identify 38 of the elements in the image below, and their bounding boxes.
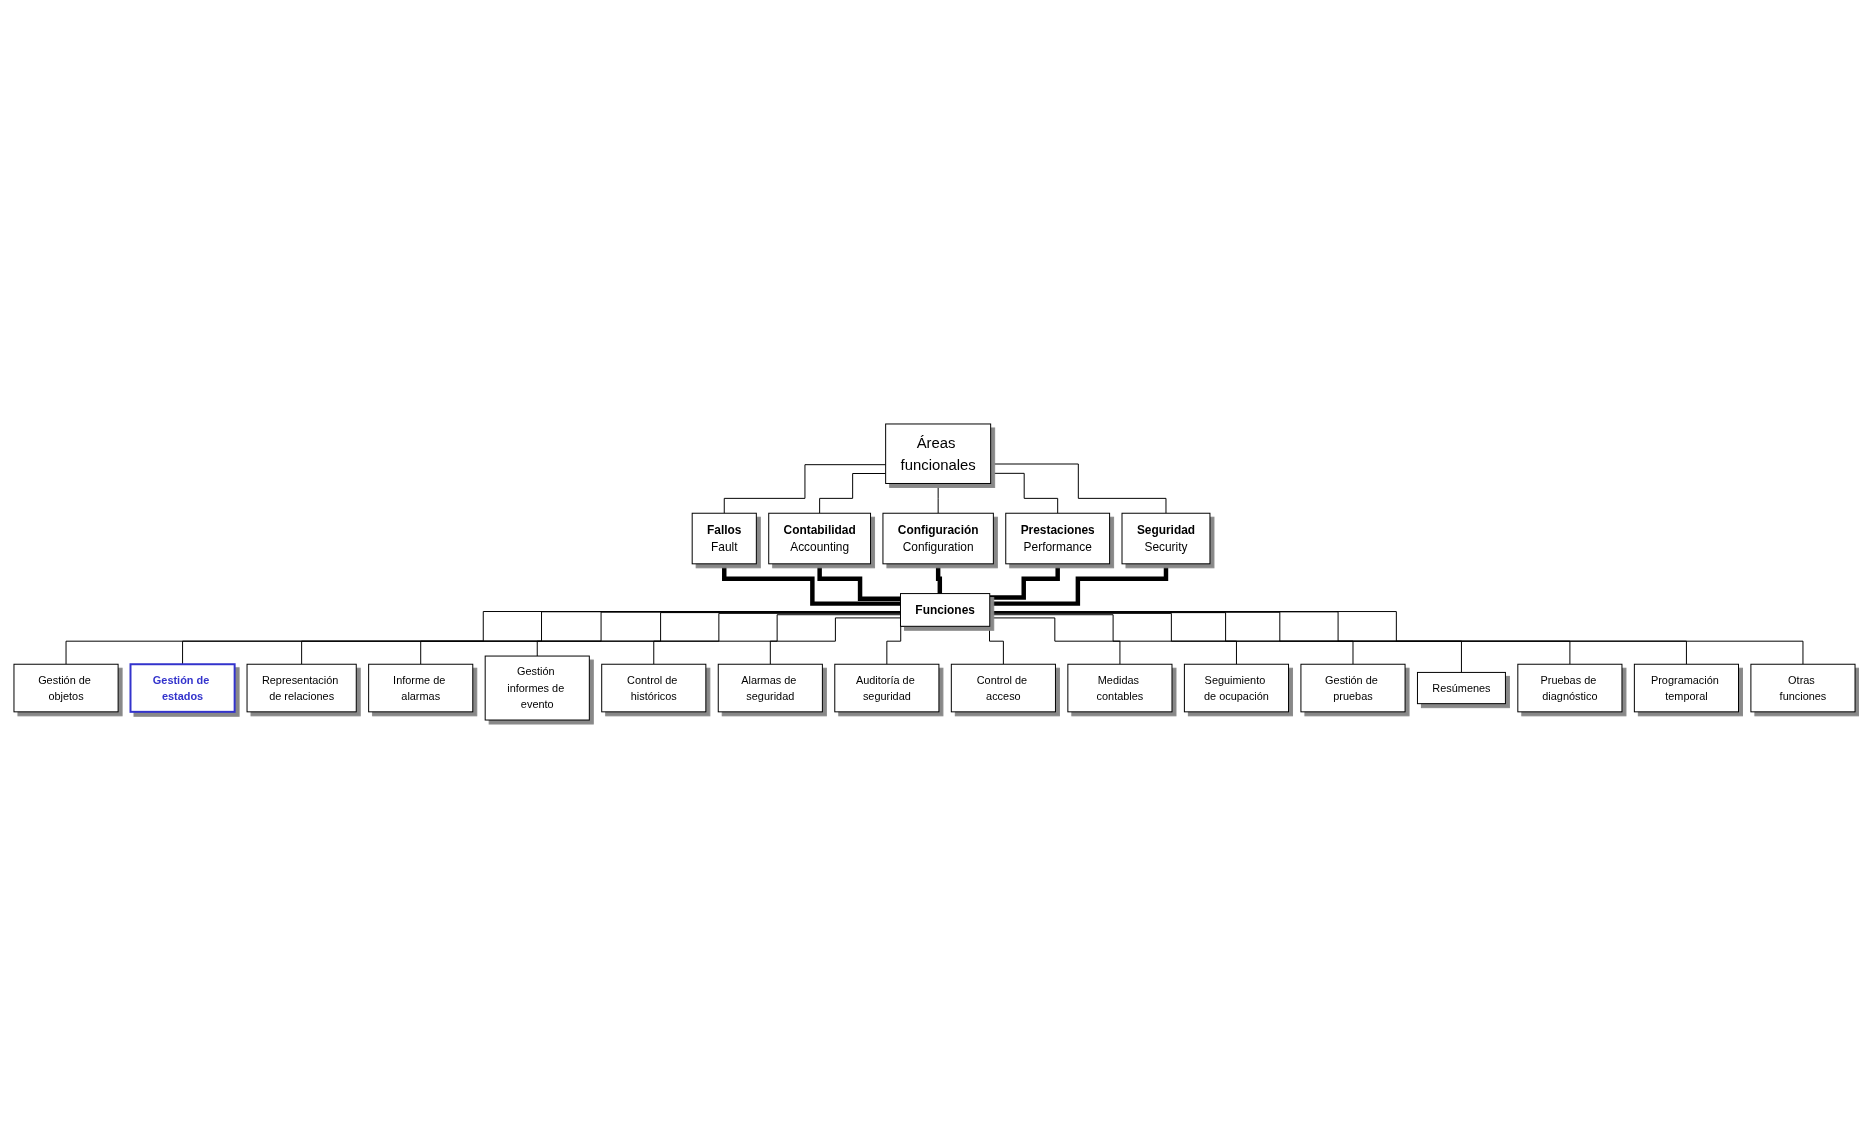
connector <box>990 463 1167 514</box>
connector <box>989 611 1571 665</box>
node-box: Contabilidad Accounting <box>768 512 872 565</box>
node-box: Prestaciones Performance <box>1005 512 1111 565</box>
node-box: Pruebas de diagnóstico <box>1517 663 1623 713</box>
node-box: Representación de relaciones <box>246 663 357 713</box>
node-box: Gestión de objetos <box>13 663 119 713</box>
connector <box>990 472 1059 514</box>
node-box: Fallos Fault <box>691 512 757 565</box>
node-box: Seguridad Security <box>1121 512 1211 565</box>
node-box: Gestión de pruebas <box>1300 663 1406 713</box>
connector <box>723 464 887 514</box>
node-box: Control de históricos <box>601 663 707 713</box>
node-box: Gestión de estados <box>129 663 236 713</box>
connector <box>989 612 1462 673</box>
connector <box>989 617 1121 665</box>
node-box: Otras funciones <box>1750 663 1856 713</box>
connector <box>420 612 901 665</box>
node-box: Programación temporal <box>1633 663 1739 713</box>
node-box: Control de acceso <box>950 663 1056 713</box>
connector <box>989 612 1354 665</box>
node-box: Seguimiento de ocupación <box>1183 663 1290 713</box>
connector <box>819 473 887 514</box>
node-box: Informe de alarmas <box>368 663 474 713</box>
node-box: Auditoría de seguridad <box>834 663 940 713</box>
connector <box>301 611 901 665</box>
connector <box>937 483 939 514</box>
node-box: Funciones <box>900 593 991 627</box>
node-box: Resúmenes <box>1416 671 1506 705</box>
connector <box>653 614 901 665</box>
connector <box>769 617 901 665</box>
node-box: Áreas funcionales <box>885 423 992 484</box>
connector <box>989 614 1237 665</box>
node-box: Gestión informes de evento <box>484 655 590 721</box>
connector <box>536 612 901 657</box>
node-box: Alarmas de seguridad <box>717 663 823 713</box>
node-box: Medidas contables <box>1067 663 1173 713</box>
node-box: Configuración Configuration <box>882 512 994 565</box>
